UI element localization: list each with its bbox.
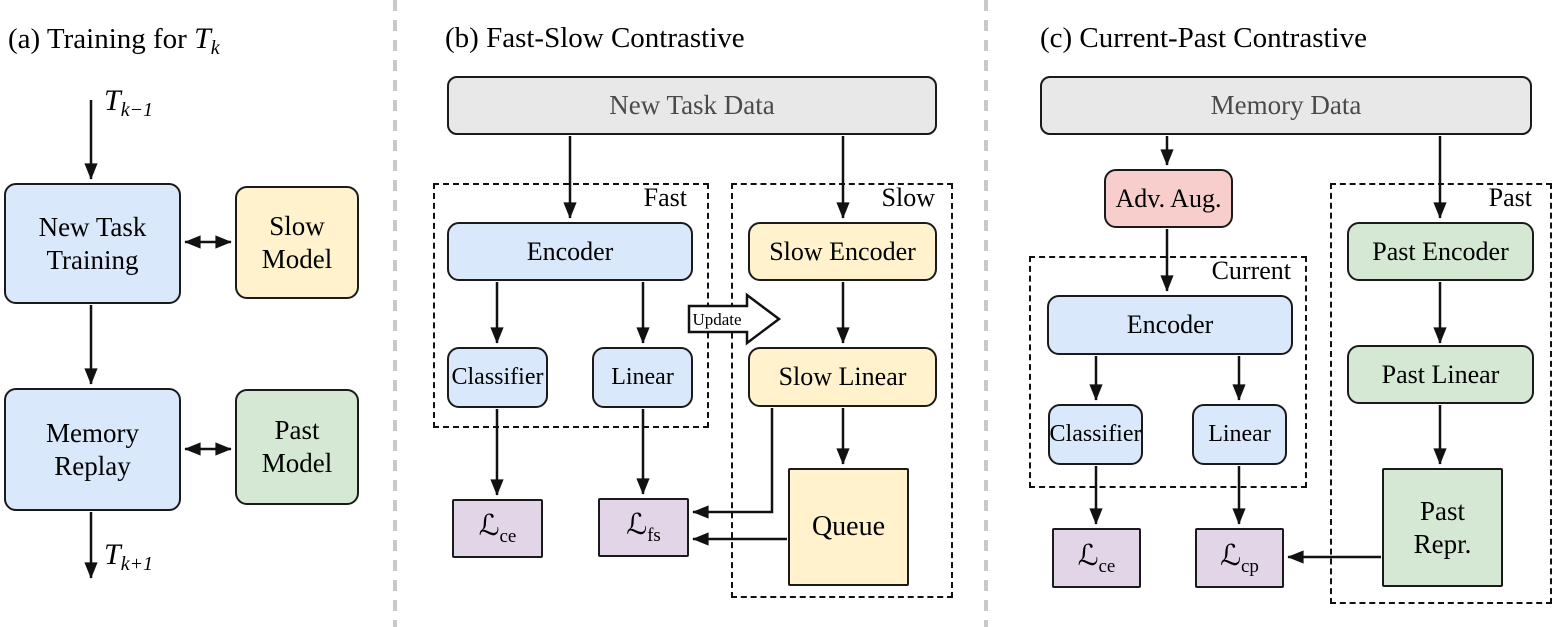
loss-ce-symbol-c: ℒ (1077, 537, 1099, 572)
current-classifier-label: Classifier (1049, 420, 1142, 447)
past-linear-label: Past Linear (1381, 359, 1500, 389)
fast-linear-label: Linear (611, 363, 674, 390)
past-linear-box: Past Linear (1347, 345, 1534, 404)
fast-encoder-label: Encoder (526, 236, 614, 266)
panel-c-title: (c) Current-Past Contrastive (1040, 22, 1367, 54)
current-group-label: Current (1211, 256, 1291, 285)
fast-linear-box: Linear (592, 347, 693, 408)
new-task-data-box: New Task Data (447, 76, 937, 135)
panel-a-title-subscript: k (210, 37, 220, 59)
loss-ce-label-b: ℒce (479, 508, 517, 548)
loss-ce-label-c: ℒce (1078, 538, 1116, 578)
slow-linear-label: Slow Linear (778, 362, 907, 392)
slow-group-label: Slow (881, 183, 935, 212)
adv-aug-label: Adv. Aug. (1115, 183, 1222, 213)
loss-ce-box-c: ℒce (1052, 528, 1141, 588)
loss-fs-sub: fs (647, 525, 661, 547)
loss-fs-label: ℒfs (626, 507, 661, 547)
fast-encoder-box: Encoder (447, 222, 693, 281)
past-encoder-label: Past Encoder (1372, 236, 1509, 266)
fast-classifier-label: Classifier (451, 363, 544, 390)
loss-ce-symbol-b: ℒ (478, 508, 500, 543)
panel-b-title: (b) Fast-Slow Contrastive (445, 22, 745, 54)
current-linear-box: Linear (1192, 404, 1287, 465)
memory-replay-box: Memory Replay (4, 388, 181, 511)
past-repr-box: Past Repr. (1382, 468, 1503, 587)
slow-model-box: Slow Model (235, 186, 359, 299)
queue-box: Queue (788, 468, 909, 586)
slow-linear-box: Slow Linear (748, 347, 937, 407)
new-task-training-label: New Task Training (38, 211, 147, 275)
current-classifier-box: Classifier (1048, 404, 1143, 465)
past-model-box: Past Model (235, 389, 359, 505)
task-output-label: Tk+1 (104, 538, 153, 576)
memory-data-box: Memory Data (1040, 76, 1532, 135)
task-input-subscript: k−1 (120, 99, 154, 121)
past-repr-label: Past Repr. (1413, 495, 1472, 559)
loss-ce-sub-b: ce (499, 526, 517, 548)
loss-fs-box: ℒfs (598, 498, 689, 557)
task-input-math-T: T (104, 84, 121, 117)
new-task-data-label: New Task Data (609, 90, 775, 121)
queue-label: Queue (811, 510, 886, 542)
memory-replay-label: Memory Replay (46, 417, 139, 481)
current-linear-label: Linear (1208, 420, 1271, 447)
task-output-math-T: T (104, 538, 121, 571)
slow-model-label: Slow Model (261, 210, 333, 274)
loss-cp-label: ℒcp (1220, 538, 1259, 578)
loss-fs-symbol: ℒ (626, 507, 648, 542)
task-output-subscript: k+1 (120, 553, 154, 575)
panel-a-title-math-T: T (194, 22, 211, 55)
slow-encoder-box: Slow Encoder (748, 222, 937, 281)
past-group-label: Past (1488, 183, 1532, 212)
fast-classifier-box: Classifier (447, 347, 548, 408)
loss-cp-symbol: ℒ (1220, 537, 1241, 572)
fast-group-label: Fast (643, 183, 687, 212)
current-encoder-label: Encoder (1126, 310, 1214, 340)
new-task-training-box: New Task Training (4, 183, 181, 304)
past-model-label: Past Model (261, 415, 333, 478)
panel-a-title: (a) Training for Tk (8, 22, 220, 60)
panel-a-title-text: (a) Training for (8, 23, 195, 55)
slow-encoder-label: Slow Encoder (769, 236, 916, 266)
past-encoder-box: Past Encoder (1347, 222, 1534, 281)
loss-cp-box: ℒcp (1195, 528, 1284, 588)
current-encoder-box: Encoder (1047, 295, 1293, 355)
loss-ce-box-b: ℒce (452, 499, 543, 558)
loss-ce-sub-c: ce (1098, 555, 1116, 577)
adv-aug-box: Adv. Aug. (1104, 169, 1233, 228)
memory-data-label: Memory Data (1210, 90, 1362, 121)
loss-cp-sub: cp (1240, 555, 1259, 577)
task-input-label: Tk−1 (104, 84, 153, 122)
